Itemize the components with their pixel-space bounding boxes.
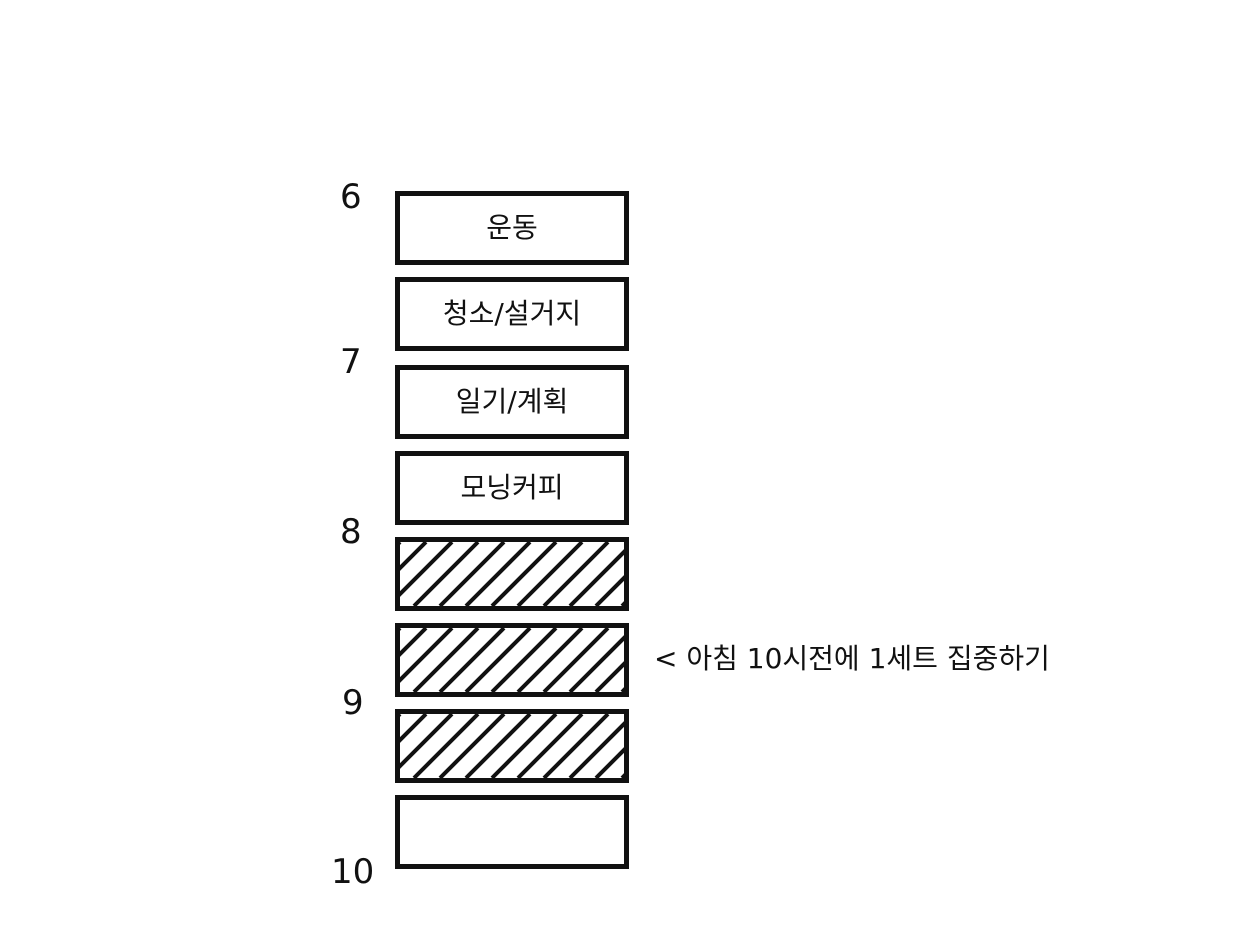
- hatch-line: [594, 747, 624, 778]
- hatch-line: [400, 714, 428, 743]
- hour-label-6: 6: [340, 177, 362, 217]
- hatch-line: [464, 628, 532, 692]
- time-block-cleaning: 청소/설거지: [395, 277, 629, 351]
- hour-label-7: 7: [340, 342, 362, 382]
- hatch-line: [490, 628, 558, 692]
- focus-annotation: < 아침 10시전에 1세트 집중하기: [654, 642, 1050, 675]
- hatch-line: [412, 714, 480, 778]
- hatch-line: [516, 714, 584, 778]
- hatch-line: [516, 542, 584, 606]
- time-block-label: 모닝커피: [460, 471, 564, 504]
- hatch-pattern: [400, 542, 624, 606]
- hatch-line: [400, 542, 454, 597]
- hatch-line: [490, 542, 558, 606]
- hatch-pattern: [400, 714, 624, 778]
- focus-block-1: [395, 537, 629, 611]
- hatch-line: [542, 628, 610, 692]
- time-block-journal: 일기/계획: [395, 365, 629, 439]
- hatch-line: [400, 714, 454, 769]
- hatch-line: [490, 714, 558, 778]
- time-block-label: 운동: [486, 211, 538, 244]
- hatch-line: [400, 628, 454, 683]
- hatch-line: [594, 661, 624, 692]
- hatch-line: [438, 714, 506, 778]
- hatch-line: [542, 542, 610, 606]
- hatch-line: [464, 714, 532, 778]
- hatch-pattern: [400, 628, 624, 692]
- hatch-line: [438, 542, 506, 606]
- time-block-label: 청소/설거지: [442, 297, 582, 330]
- hour-label-8: 8: [340, 512, 362, 552]
- hatch-line: [594, 575, 624, 606]
- time-block-label: 일기/계획: [455, 385, 569, 418]
- hatch-line: [400, 628, 428, 657]
- hatch-line: [568, 549, 624, 606]
- hatch-line: [568, 721, 624, 778]
- hatch-line: [412, 542, 480, 606]
- hatch-line: [464, 542, 532, 606]
- hour-label-9: 9: [342, 683, 364, 723]
- focus-block-2: [395, 623, 629, 697]
- hatch-line: [438, 628, 506, 692]
- hatch-line: [568, 635, 624, 692]
- time-block-morning-coffee: 모닝커피: [395, 451, 629, 525]
- hatch-line: [542, 714, 610, 778]
- hatch-line: [400, 542, 428, 571]
- hatch-line: [516, 628, 584, 692]
- time-block-empty: [395, 795, 629, 869]
- hatch-line: [412, 628, 480, 692]
- time-block-exercise: 운동: [395, 191, 629, 265]
- hour-label-10: 10: [331, 852, 375, 892]
- focus-block-3: [395, 709, 629, 783]
